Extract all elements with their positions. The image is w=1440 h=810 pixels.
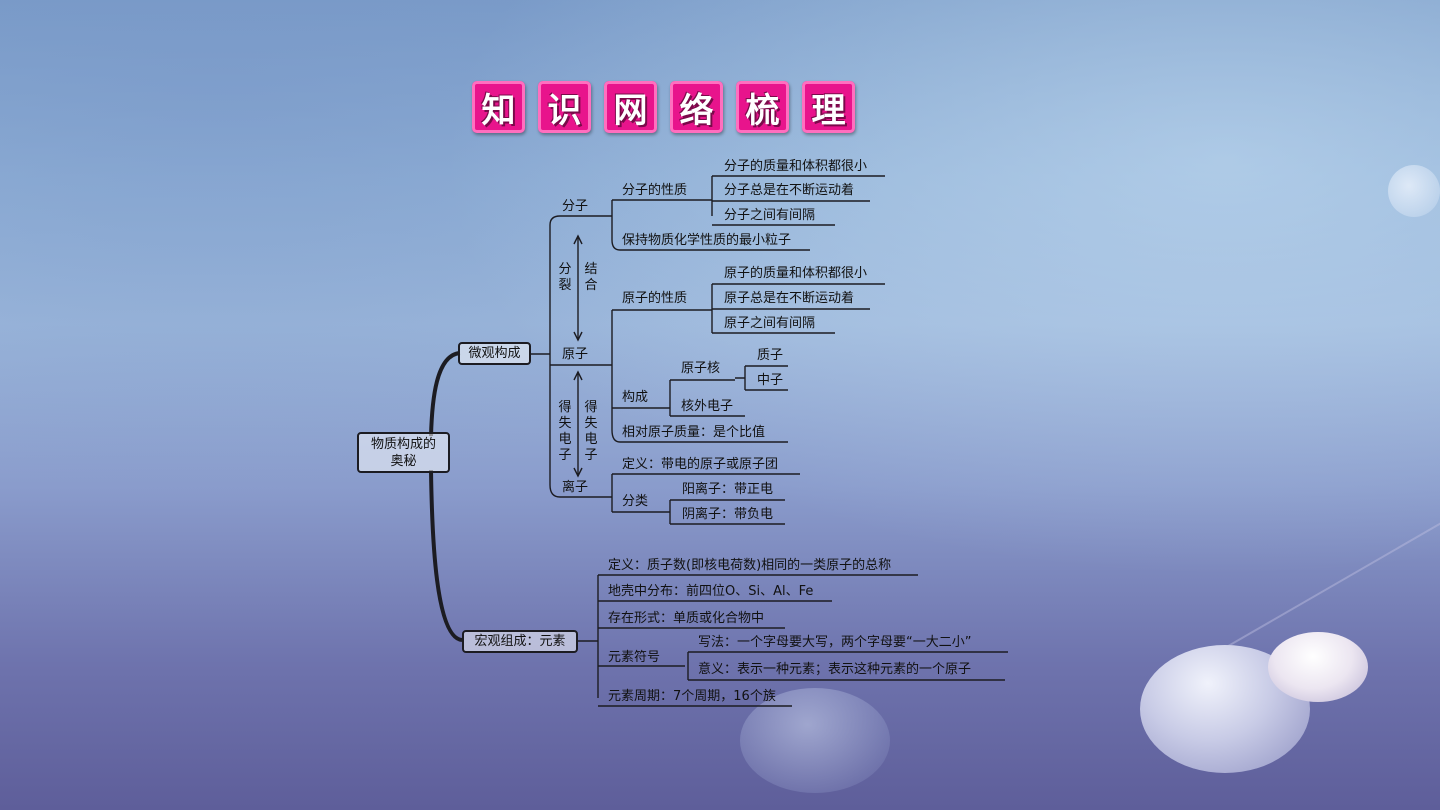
connector-class-leaves <box>670 499 785 525</box>
connector-molecule-trunk <box>590 200 810 251</box>
ion-definition: 定义：带电的原子或原子团 <box>622 457 779 472</box>
connector-root-micro <box>429 351 461 437</box>
ion-class-label: 分类 <box>622 494 649 509</box>
micro-label: 微观构成 <box>468 346 521 361</box>
connector-root-macro <box>429 469 463 642</box>
atom-prop: 原子的质量和体积都很小 <box>724 266 868 281</box>
egg-decoration-edge <box>1388 165 1440 217</box>
symbol-meaning: 意义：表示一种元素；表示这种元素的一个原子 <box>698 662 972 677</box>
electron-label: 核外电子 <box>681 399 734 414</box>
macro-label: 宏观组成：元素 <box>474 634 566 649</box>
connector-ion-trunk <box>590 474 613 513</box>
title-char: 网 <box>604 81 657 133</box>
egg-decoration-small <box>1268 632 1368 702</box>
title-char: 理 <box>802 81 855 133</box>
page-title: 知 识 网 络 梳 理 <box>472 81 855 133</box>
connector-molecule-props-leaves <box>700 175 885 226</box>
molecule-prop: 分子之间有间隔 <box>724 208 816 223</box>
nucleus-label: 原子核 <box>681 361 721 376</box>
title-char: 梳 <box>736 81 789 133</box>
connector-nucleus-leaves <box>745 365 788 391</box>
connector-nucleus-trunk <box>735 366 746 390</box>
crust-distribution: 地壳中分布：前四位O、Si、Al、Fe <box>608 584 814 599</box>
root-node: 物质构成的奥秘 <box>357 432 450 473</box>
periodic-table: 元素周期：7个周期，16个族 <box>608 689 776 704</box>
proton-label: 质子 <box>757 348 784 363</box>
connector-symbol-trunk <box>687 651 1008 681</box>
gain-lose-left-label: 得失电子 <box>558 400 572 463</box>
arrow-gain-lose-head-up <box>573 370 583 381</box>
symbol-writing-rule: 写法：一个字母要大写，两个字母要“一大二小” <box>698 635 972 650</box>
title-char: 知 <box>472 81 525 133</box>
connector-macro-trunk <box>597 574 918 698</box>
molecule-definition: 保持物质化学性质的最小粒子 <box>622 233 792 248</box>
element-symbol-label: 元素符号 <box>608 650 661 665</box>
title-char: 识 <box>538 81 591 133</box>
ion-label: 离子 <box>562 480 589 495</box>
ion-class: 阳离子：带正电 <box>682 482 774 497</box>
molecule-prop: 分子的质量和体积都很小 <box>724 159 868 174</box>
atom-props-label: 原子的性质 <box>622 291 688 306</box>
element-definition: 定义：质子数(即核电荷数)相同的一类原子的总称 <box>608 558 892 573</box>
split-label: 分裂 <box>558 262 572 293</box>
gain-lose-right-label: 得失电子 <box>584 400 598 463</box>
ion-class: 阴离子：带负电 <box>682 507 774 522</box>
neutron-label: 中子 <box>757 373 784 388</box>
relative-mass: 相对原子质量：是个比值 <box>622 425 766 440</box>
root-label: 物质构成的奥秘 <box>371 436 437 469</box>
macro-node: 宏观组成：元素 <box>462 630 578 653</box>
arrow-split-head <box>573 331 583 342</box>
title-char: 络 <box>670 81 723 133</box>
connector-atom-props-leaves <box>700 283 885 334</box>
molecule-props-label: 分子的性质 <box>622 183 688 198</box>
atom-label: 原子 <box>562 347 589 362</box>
molecule-label: 分子 <box>562 199 589 214</box>
atom-structure-label: 构成 <box>622 390 649 405</box>
existence-forms: 存在形式：单质或化合物中 <box>608 611 765 626</box>
arrow-gain-lose-head-down <box>573 467 583 478</box>
atom-prop: 原子总是在不断运动着 <box>724 291 855 306</box>
micro-node: 微观构成 <box>458 342 531 365</box>
combine-label: 结合 <box>584 262 598 293</box>
connector-hub-vertical <box>549 215 590 498</box>
molecule-prop: 分子总是在不断运动着 <box>724 183 855 198</box>
arrow-combine-head <box>573 234 583 245</box>
atom-prop: 原子之间有间隔 <box>724 316 816 331</box>
connector-atom-trunk <box>590 310 788 443</box>
